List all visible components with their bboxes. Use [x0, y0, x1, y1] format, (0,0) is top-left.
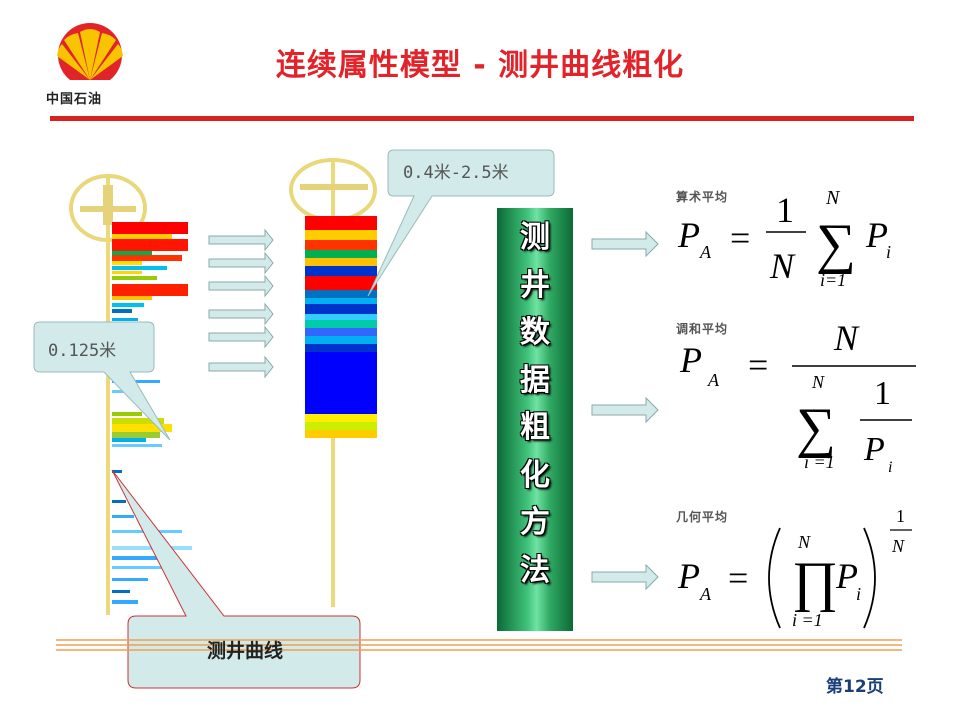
callout-raw	[33, 321, 171, 441]
formula-term: P	[835, 556, 858, 596]
formula-term: A	[699, 242, 712, 262]
formula-term: 1	[874, 375, 891, 412]
banner-char: 法	[520, 552, 550, 588]
method-banner-text: 测 井 数 据 粗 化 方 法	[497, 214, 573, 594]
svg-text:=: =	[730, 218, 750, 258]
formula-term: 1	[896, 506, 905, 526]
formula-operator: ∏	[792, 551, 838, 613]
formula-operator: ∑	[796, 397, 836, 459]
footer-lines	[56, 639, 902, 651]
formula-term: i	[888, 459, 892, 476]
callout-resample-text: 0.4米-2.5米	[403, 163, 509, 183]
formula-arrows	[591, 230, 659, 591]
banner-char: 数	[520, 315, 550, 350]
banner-char: 方	[520, 505, 550, 540]
callout-raw-text: 0.125米	[48, 341, 117, 361]
formula-term: N	[797, 532, 811, 552]
formula-term: i =1	[804, 452, 835, 472]
formula-term: i=1	[820, 270, 846, 290]
formula-term: i	[886, 242, 891, 262]
title-rule	[50, 116, 914, 121]
callout-resample	[367, 149, 555, 297]
banner-char: 化	[520, 457, 550, 493]
callout-log-curve	[111, 469, 361, 689]
method-banner	[497, 208, 573, 631]
formula-term: N	[833, 318, 860, 358]
formula-term: P	[677, 215, 700, 255]
geometric-mean-label: 几何平均	[676, 510, 729, 524]
banner-char: 粗	[520, 410, 550, 445]
banner-char: 测	[520, 220, 550, 255]
banner-char: 据	[520, 362, 550, 398]
arithmetic-mean-label: 算术平均	[676, 190, 729, 204]
petrochina-logo	[52, 23, 128, 88]
formula-term: A	[699, 584, 712, 604]
formula-term: 1	[776, 190, 794, 230]
brand-name: 中国石油	[46, 92, 103, 107]
formula-term: i =1	[792, 610, 823, 630]
svg-text:=: =	[748, 345, 768, 385]
banner-char: 井	[520, 267, 550, 303]
page-number: 第12页	[826, 677, 884, 697]
well-arrows	[208, 228, 274, 379]
formula-term: N	[811, 372, 825, 392]
formula-term: P	[679, 340, 702, 380]
formula-operator: ∑	[816, 213, 856, 275]
formula-term: A	[707, 370, 720, 390]
harmonic-mean-formula: P A = N ∑ N i =1 1 P i	[679, 318, 916, 476]
formula-term: i	[856, 584, 861, 604]
geometric-mean-formula: P A = ∏ N i =1 P i 1 N	[677, 506, 912, 630]
formula-term: P	[865, 215, 888, 255]
page-title: 连续属性模型 - 测井曲线粗化	[275, 48, 685, 83]
formula-term: N	[825, 187, 841, 209]
formula-term: P	[863, 431, 885, 468]
svg-text:=: =	[728, 558, 748, 598]
callout-log-curve-text: 测井曲线	[206, 640, 283, 662]
formula-term: P	[677, 556, 700, 596]
upscaled-well-log	[289, 158, 377, 607]
arithmetic-mean-formula: P A = 1 N ∑ N i=1 P i	[677, 187, 891, 290]
raw-well-log	[69, 174, 192, 615]
harmonic-mean-label: 调和平均	[676, 322, 729, 336]
formula-term: N	[769, 246, 796, 286]
formula-term: N	[891, 536, 905, 556]
